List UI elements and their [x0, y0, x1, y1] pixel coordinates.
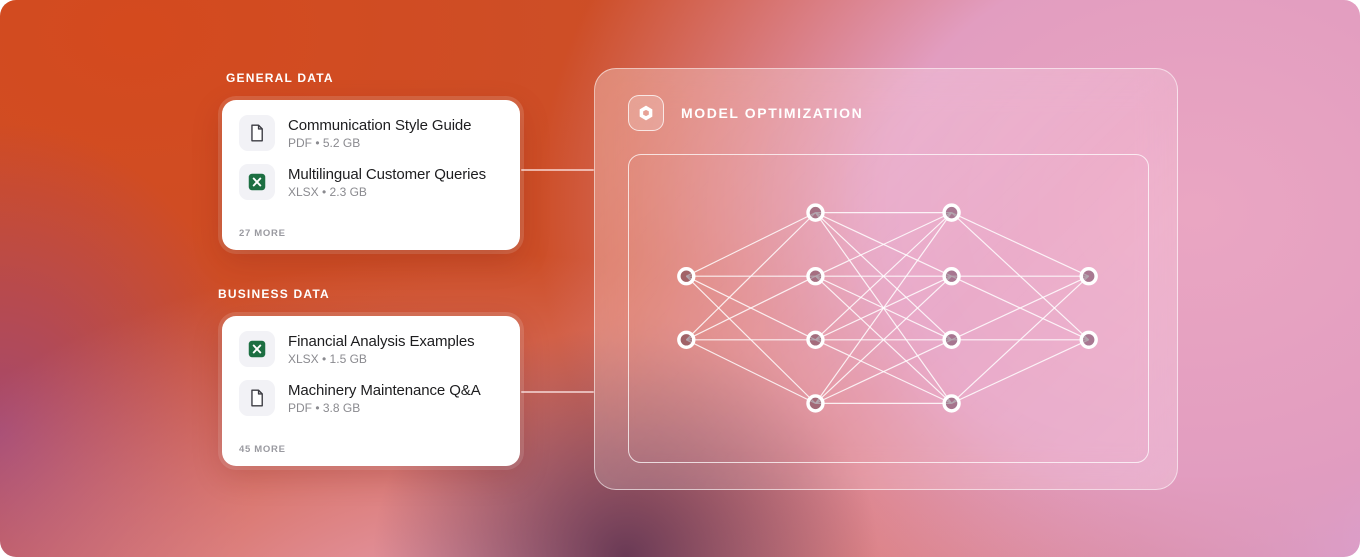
section-label-business-data: BUSINESS DATA — [218, 287, 330, 301]
file-item: Multilingual Customer Queries XLSX • 2.3… — [239, 164, 503, 200]
connector-line-bottom — [521, 391, 594, 393]
file-item: Communication Style Guide PDF • 5.2 GB — [239, 115, 503, 151]
pdf-file-icon — [239, 380, 275, 416]
neural-network-box — [628, 154, 1149, 463]
panel-header: MODEL OPTIMIZATION — [628, 95, 863, 131]
more-count-label: 45 MORE — [239, 444, 286, 455]
file-meta: XLSX • 1.5 GB — [288, 351, 367, 366]
general-data-card: Communication Style Guide PDF • 5.2 GB M… — [222, 100, 520, 250]
file-title: Communication Style Guide — [288, 116, 472, 134]
excel-file-icon — [239, 164, 275, 200]
pdf-file-icon — [239, 115, 275, 151]
file-meta: XLSX • 2.3 GB — [288, 184, 367, 199]
business-data-card: Financial Analysis Examples XLSX • 1.5 G… — [222, 316, 520, 466]
neural-network-diagram — [677, 203, 1098, 413]
model-optimization-panel: MODEL OPTIMIZATION — [594, 68, 1178, 490]
more-count-label: 27 MORE — [239, 228, 286, 239]
file-meta: PDF • 5.2 GB — [288, 135, 361, 150]
connector-line-top — [521, 169, 594, 171]
section-label-general-data: GENERAL DATA — [226, 71, 334, 85]
hexagon-icon — [628, 95, 664, 131]
panel-title: MODEL OPTIMIZATION — [681, 105, 864, 121]
file-meta: PDF • 3.8 GB — [288, 400, 361, 415]
file-title: Financial Analysis Examples — [288, 332, 475, 350]
file-item: Machinery Maintenance Q&A PDF • 3.8 GB — [239, 380, 503, 416]
file-item: Financial Analysis Examples XLSX • 1.5 G… — [239, 331, 503, 367]
excel-file-icon — [239, 331, 275, 367]
file-title: Multilingual Customer Queries — [288, 165, 487, 183]
file-title: Machinery Maintenance Q&A — [288, 381, 481, 399]
